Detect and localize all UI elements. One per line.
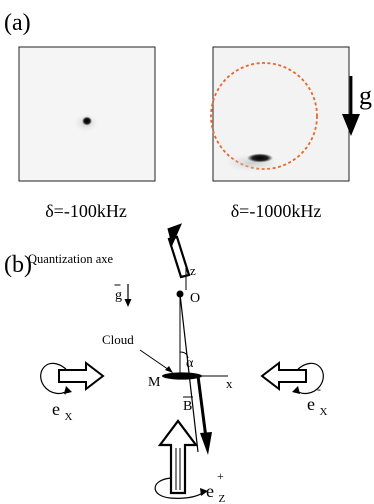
- b-vector-label: B: [183, 399, 192, 414]
- b-vector-line: [196, 375, 208, 439]
- alpha-label: α: [186, 356, 194, 371]
- beam-bottom-polarization-arrowhead: [200, 488, 208, 496]
- z-axis-label: z: [190, 263, 196, 278]
- beam-bottom-label-sup: +: [217, 469, 224, 483]
- beam-right-polarization-arrowhead: [292, 386, 300, 394]
- beam-left-label-sup: +: [62, 387, 68, 399]
- beam-bottom-polarization-loop: [154, 477, 205, 499]
- beam-right-polarization-loop: [295, 362, 324, 395]
- g-vector-arrowhead: [124, 299, 132, 307]
- beam-left-polarization-loop: [40, 362, 69, 395]
- gravity-label: g: [359, 81, 372, 110]
- beam-right-label: e X: [307, 394, 328, 418]
- alpha-angle-arc: [179, 351, 189, 359]
- absorption-image-1: [18, 46, 156, 182]
- quantization-axis-arrow: [167, 223, 191, 279]
- g-vector-label: g: [115, 288, 122, 303]
- beam-bottom-arrow: [154, 419, 208, 499]
- beam-left-label-base: e: [52, 399, 60, 419]
- beam-right-label-sup: -: [317, 382, 321, 396]
- beam-left-label-sub: X: [65, 411, 73, 423]
- g-vector: g: [114, 284, 132, 307]
- cloud-pointer-arrowhead: [165, 366, 173, 373]
- beam-bottom-label: e Z: [206, 481, 226, 504]
- atom-cloud-spot: [247, 153, 273, 163]
- absorption-image-2: [210, 46, 350, 182]
- beam-left-polarization-arrowhead: [64, 386, 72, 394]
- cloud-label: Cloud: [102, 332, 134, 347]
- panel-b-label: (b): [4, 252, 32, 278]
- magnetic-field-vector: [196, 375, 212, 455]
- point-m-label: M: [148, 375, 161, 390]
- origin-label: O: [190, 291, 200, 306]
- quantization-axis-label: Quantization axe: [28, 252, 113, 266]
- beam-bottom-label-sub: Z: [219, 493, 226, 504]
- b-vector-arrowhead: [200, 432, 212, 455]
- beam-bottom-label-base: e: [206, 481, 214, 501]
- image-1-caption: δ=-100kHz: [45, 201, 127, 221]
- x-axis-label: x: [226, 376, 233, 391]
- gravity-arrow: [342, 76, 360, 136]
- beam-right-arrow: [260, 360, 324, 395]
- atom-cloud-spot: [82, 116, 92, 126]
- beam-left-arrow: [40, 360, 105, 395]
- beam-right-label-sub: X: [320, 406, 328, 418]
- beam-left-label: e X: [52, 399, 73, 423]
- beam-right-label-base: e: [307, 394, 315, 414]
- image-2-caption: δ=-1000kHz: [231, 201, 322, 221]
- panel-a-label: (a): [4, 10, 31, 36]
